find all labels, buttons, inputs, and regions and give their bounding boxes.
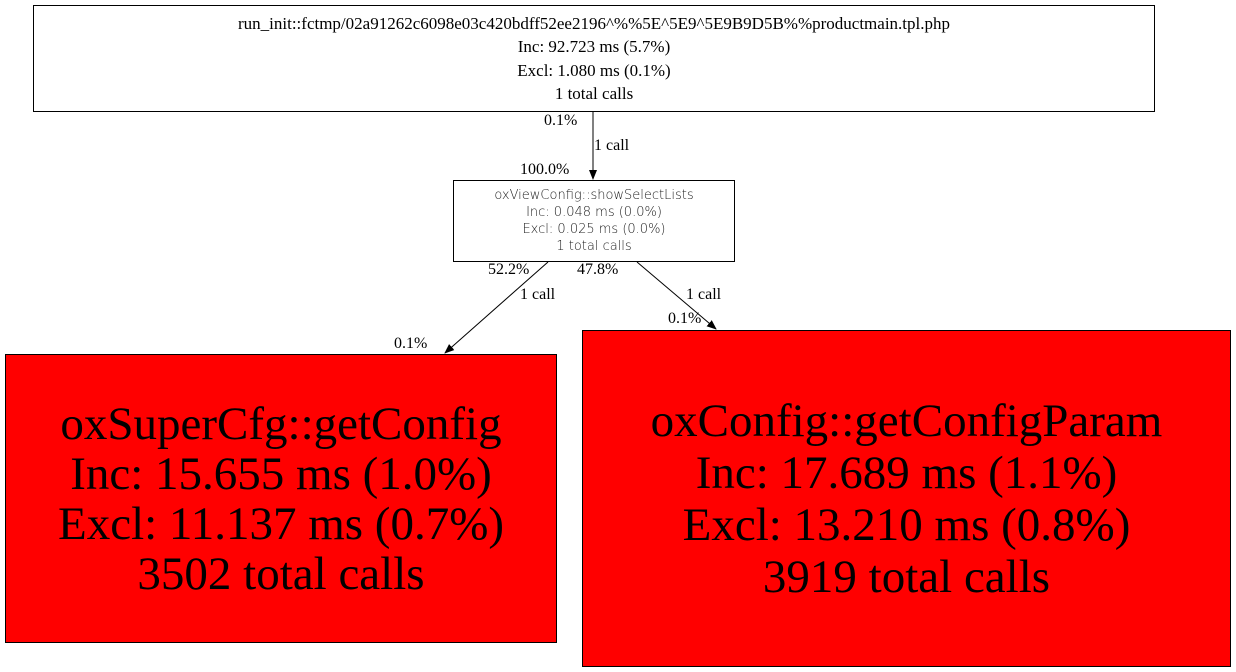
node-calls: 1 total calls <box>556 239 632 254</box>
edge-head-label: 100.0% <box>520 161 570 178</box>
node-run-init[interactable]: run_init::fctmp/02a91262c6098e03c420bdff… <box>33 5 1155 112</box>
node-name: oxConfig::getConfigParam <box>650 394 1163 447</box>
edge-tail-label: 47.8% <box>577 261 619 278</box>
node-inc: Inc: 15.655 ms (1.0%) <box>70 447 492 500</box>
edge-head-label: 0.1% <box>668 310 702 327</box>
node-name: oxViewConfig::showSelectLists <box>494 188 694 203</box>
node-excl: Excl: 11.137 ms (0.7%) <box>58 497 504 550</box>
node-calls: 3502 total calls <box>137 547 425 600</box>
edge-call-label: 1 call <box>520 286 556 303</box>
edge-tail-label: 52.2% <box>488 261 530 278</box>
edge-call-label: 1 call <box>686 286 722 303</box>
node-inc: Inc: 0.048 ms (0.0%) <box>526 205 662 220</box>
node-show-select-lists[interactable]: oxViewConfig::showSelectLists Inc: 0.048… <box>453 180 735 262</box>
node-name: run_init::fctmp/02a91262c6098e03c420bdff… <box>238 13 950 33</box>
edge-tail-label: 0.1% <box>544 112 578 129</box>
node-calls: 3919 total calls <box>762 550 1051 603</box>
node-inc: Inc: 92.723 ms (5.7%) <box>517 37 671 56</box>
edge-show-getconfig <box>444 261 549 354</box>
node-get-config[interactable]: oxSuperCfg::getConfig Inc: 15.655 ms (1.… <box>5 354 557 643</box>
node-name: oxSuperCfg::getConfig <box>60 397 502 450</box>
node-inc: Inc: 17.689 ms (1.1%) <box>695 446 1118 499</box>
edge-head-label: 0.1% <box>394 335 428 352</box>
node-excl: Excl: 0.025 ms (0.0%) <box>522 222 666 237</box>
node-calls: 1 total calls <box>554 84 634 103</box>
node-excl: Excl: 1.080 ms (0.1%) <box>517 60 671 80</box>
edge-call-label: 1 call <box>594 137 630 154</box>
node-excl: Excl: 13.210 ms (0.8%) <box>682 498 1131 551</box>
edge-show-getparam <box>636 261 717 330</box>
node-get-config-param[interactable]: oxConfig::getConfigParam Inc: 17.689 ms … <box>582 330 1231 667</box>
